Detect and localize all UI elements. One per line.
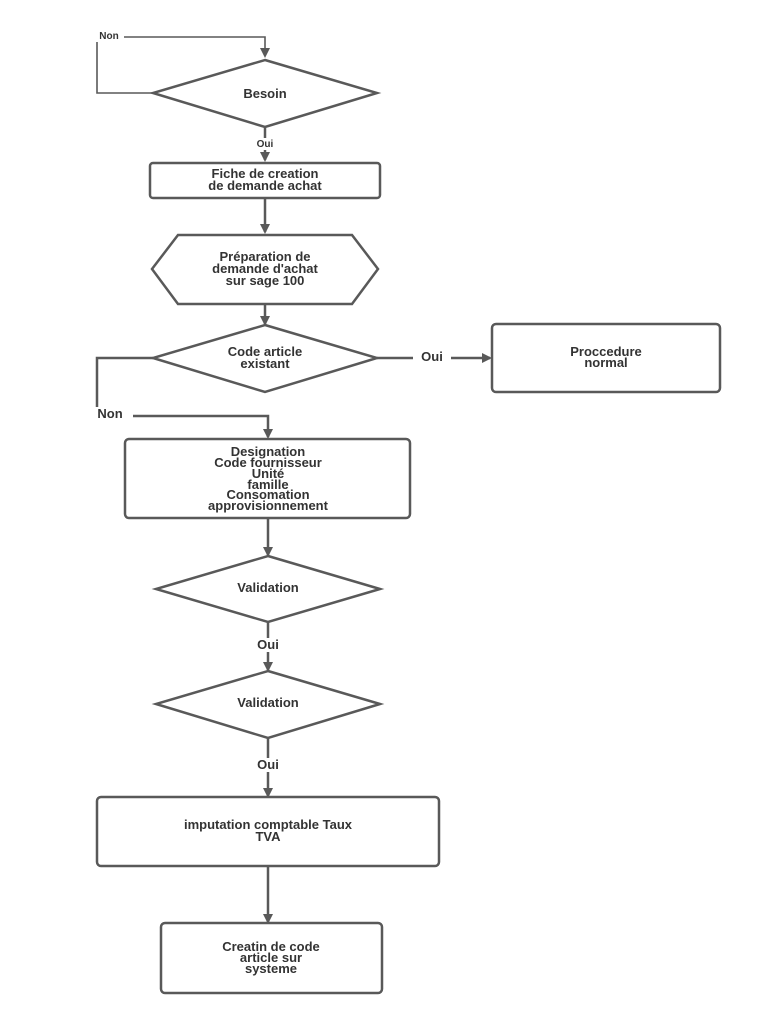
decision-code-article bbox=[148, 323, 382, 394]
preparation-label-line-3: sur sage 100 bbox=[226, 273, 305, 288]
decision-validation-2 bbox=[151, 669, 385, 740]
designation-label-line-4: famille bbox=[247, 477, 288, 492]
validation-2-text: Validation bbox=[237, 695, 298, 710]
fiche-text: Fiche de creation de demande achat bbox=[208, 166, 322, 193]
edge-label-validation-2-oui: Oui bbox=[257, 757, 279, 772]
code-article-label-line-2: existant bbox=[240, 356, 290, 371]
decision-validation-1 bbox=[151, 554, 385, 624]
designation-label-line-1: Designation bbox=[231, 444, 305, 459]
designation-label-line-3: Unité bbox=[252, 466, 285, 481]
creation-label-line-1: Creatin de code bbox=[222, 939, 320, 954]
imputation-text: imputation comptable Taux TVA bbox=[184, 817, 353, 844]
preparation-text: Préparation de demande d'achat sur sage … bbox=[212, 249, 318, 288]
procedure-text: Proccedure normal bbox=[570, 344, 642, 370]
decision-besoin bbox=[148, 58, 382, 129]
edge-label-code-non-bg bbox=[87, 407, 133, 421]
designation-text: Designation Code fournisseur Unité famil… bbox=[208, 444, 329, 513]
edge-label-validation-2-oui-bg bbox=[247, 758, 289, 772]
edge-label-besoin-oui-bg bbox=[251, 138, 279, 150]
imputation-label-line-2: TVA bbox=[255, 829, 281, 844]
validation-1-text: Validation bbox=[237, 580, 298, 595]
edge-label-besoin-non: Non bbox=[99, 31, 118, 42]
procedure-label-line-1: Proccedure bbox=[570, 344, 642, 359]
process-creation bbox=[159, 921, 384, 995]
edge-label-code-oui-bg bbox=[413, 350, 451, 364]
preparation-label-line-1: Préparation de bbox=[219, 249, 310, 264]
validation-1-label-line-1: Validation bbox=[237, 580, 298, 595]
fiche-label-line-2: de demande achat bbox=[208, 178, 322, 193]
imputation-label-line-1: imputation comptable Taux bbox=[184, 817, 353, 832]
designation-label-line-2: Code fournisseur bbox=[214, 455, 322, 470]
edge-label-besoin-oui: Oui bbox=[257, 139, 274, 150]
process-fiche bbox=[148, 161, 382, 200]
designation-label-line-5: Consomation bbox=[226, 487, 309, 502]
hexagon-preparation bbox=[150, 233, 380, 306]
edge-label-validation-1-oui: Oui bbox=[257, 637, 279, 652]
code-article-label-line-1: Code article bbox=[228, 344, 302, 359]
process-designation bbox=[123, 437, 412, 520]
edge-label-validation-1-oui-bg bbox=[247, 638, 289, 652]
process-imputation bbox=[95, 795, 441, 868]
edge-label-besoin-non-bg bbox=[94, 30, 124, 42]
validation-2-label-line-1: Validation bbox=[237, 695, 298, 710]
creation-label-line-2: article sur bbox=[240, 950, 302, 965]
edge-label-code-oui: Oui bbox=[421, 349, 443, 364]
process-procedure bbox=[490, 322, 722, 394]
creation-text: Creatin de code article sur systeme bbox=[222, 939, 320, 976]
preparation-label-line-2: demande d'achat bbox=[212, 261, 318, 276]
creation-label-line-3: systeme bbox=[245, 961, 297, 976]
besoin-label-line-1: Besoin bbox=[243, 86, 286, 101]
besoin-text: Besoin bbox=[243, 86, 286, 101]
code-article-text: Code article existant bbox=[228, 344, 302, 371]
fiche-label-line-1: Fiche de creation bbox=[212, 166, 319, 181]
procedure-label-line-2: normal bbox=[584, 355, 627, 370]
designation-label-line-6: approvisionnement bbox=[208, 498, 329, 513]
edge-label-code-non: Non bbox=[97, 406, 122, 421]
